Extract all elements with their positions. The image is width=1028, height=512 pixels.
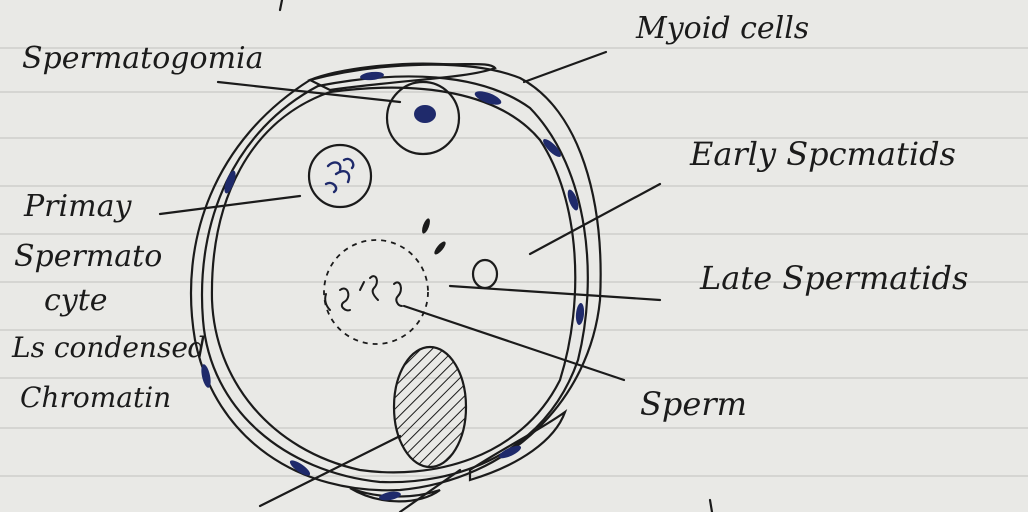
primary-spermatocyte-cell: [309, 145, 371, 207]
label-late-spermatids: Late Spermatids: [700, 262, 968, 294]
label-spermatogonia: Spermatogomia: [22, 44, 264, 74]
label-chromatin: Chromatin: [20, 384, 171, 412]
myoid-nucleus-5: [575, 303, 585, 326]
spermatogonium-nucleus: [414, 105, 436, 123]
sertoli-cell: [394, 347, 466, 467]
sperm-cluster: [324, 240, 428, 344]
leader-primary-spermatocyte: [160, 196, 300, 214]
leader-myoid-cells: [524, 52, 606, 82]
label-myoid-cells: Myoid cells: [636, 14, 809, 44]
condensed-chromatin: [326, 159, 353, 192]
late-spermatid: [473, 260, 497, 288]
early-spermatid-2: [433, 240, 448, 256]
early-spermatid-1: [420, 217, 431, 234]
label-primary-line3: cyte: [44, 286, 108, 316]
label-primary-line1: Primay: [24, 192, 131, 222]
leader-late-spermatids: [450, 286, 660, 300]
label-early-spermatids: Early Spcmatids: [690, 138, 956, 170]
label-condensed: Ls condensed: [12, 334, 206, 362]
leader-top-stub: [280, 0, 282, 10]
sperm-heads: [325, 276, 402, 310]
label-sperm: Sperm: [640, 388, 747, 420]
leader-early-spermatids: [530, 184, 660, 254]
leader-bottom-right-stub: [710, 500, 712, 512]
label-primary-line2: Spermato: [14, 242, 162, 272]
